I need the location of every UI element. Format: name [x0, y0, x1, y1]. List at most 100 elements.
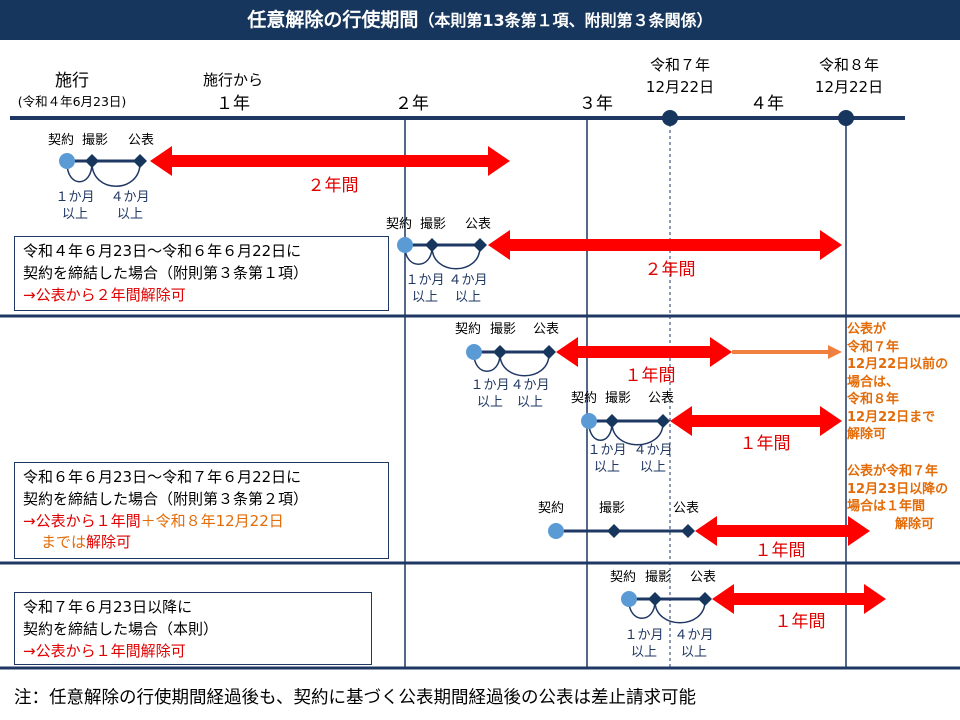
case6-gap1-more: 以上 [630, 645, 658, 660]
case3-extension-head [828, 345, 842, 359]
case5-sequence [548, 516, 870, 546]
milestone2-marker [838, 110, 854, 126]
side-note-2: 公表が令和７年 12月23日以降の 場合は１年間 解除可 [847, 463, 948, 533]
case2-filming-label: 撮影 [420, 217, 447, 232]
case2-gap2-months: ４か月 [448, 273, 488, 288]
case-box-2-line4a: までは [41, 533, 87, 552]
case1-sequence [59, 146, 510, 187]
side-note-2-line: 場合は１年間 [847, 499, 926, 515]
milestone1-marker [662, 110, 678, 126]
case2-gap1-months: １か月 [405, 273, 445, 288]
case3-duration-arrow [556, 337, 732, 367]
case3-publication-label: 公表 [533, 322, 560, 337]
case6-duration-arrow [712, 584, 886, 614]
case3-filming-label: 撮影 [490, 322, 517, 337]
side-note-1-line: 公表が [847, 322, 887, 337]
case1-gap2-more: 以上 [116, 207, 144, 222]
case5-duration-arrow [695, 516, 870, 546]
side-note-1-line: 解除可 [847, 427, 887, 443]
case2-contract-label: 契約 [386, 217, 413, 232]
case1-gap1-more: 以上 [61, 207, 89, 222]
case-box-2: 令和６年６月23日～令和７年６月22日に 契約を締結した場合（附則第３条第２項）… [14, 462, 389, 559]
case-box-3-line2: 契約を締結した場合（本則） [23, 619, 219, 638]
case-box-2-line2: 契約を締結した場合（附則第３条第２項） [23, 489, 309, 508]
side-note-1-line: 令和７年 [847, 339, 900, 355]
case-box-1-line1: 令和４年６月23日～令和６年６月22日に [23, 242, 302, 260]
case3-gap2-more: 以上 [516, 395, 544, 410]
case6-filming-label: 撮影 [645, 570, 672, 585]
case4-gap1-more: 以上 [593, 460, 621, 475]
case6-gap2-months: ４か月 [674, 628, 714, 643]
case5-duration-label: １年間 [754, 541, 806, 561]
case1-filming-label: 撮影 [82, 133, 109, 148]
case5-contract-label: 契約 [538, 501, 565, 516]
case-box-1-line3: →公表から２年間解除可 [23, 285, 186, 304]
case-box-2-line3a: →公表から１年間 [23, 511, 141, 530]
side-note-1-line: 12月22日以前の [847, 357, 949, 373]
case2-duration-label: ２年間 [644, 260, 696, 280]
case5-filming-label: 撮影 [599, 501, 626, 516]
case2-gap2-more: 以上 [454, 290, 482, 305]
title-main: 任意解除の行使期間 [247, 9, 419, 31]
case2-gap1-more: 以上 [411, 290, 439, 305]
side-note-1-line: 令和８年 [847, 392, 900, 408]
case4-gap2-more: 以上 [639, 460, 667, 475]
year1-prefix: 施行から [202, 71, 264, 89]
title-sub: （本則第13条第１項、附則第３条関係） [418, 11, 713, 30]
case6-contract-label: 契約 [610, 570, 637, 585]
milestone1-year: 令和７年 [649, 56, 711, 74]
case1-contract-label: 契約 [48, 133, 75, 148]
case-box-1: 令和４年６月23日～令和６年６月22日に 契約を締結した場合（附則第３条第１項）… [14, 236, 389, 311]
case6-publication-label: 公表 [690, 570, 717, 585]
milestone2-year: 令和８年 [818, 56, 880, 74]
case3-contract-label: 契約 [455, 322, 482, 337]
side-note-2-line: 解除可 [895, 516, 935, 532]
side-note-1: 公表が 令和７年 12月22日以前の 場合は、 令和８年 12月22日まで 解除… [847, 321, 948, 444]
case2-sequence [397, 230, 842, 270]
case1-publication-label: 公表 [128, 133, 155, 148]
year4-label: ４年 [750, 94, 784, 114]
side-note-2-line: 公表が令和７年 [847, 464, 939, 479]
start-label: 施行 [55, 71, 89, 91]
case4-filming-label: 撮影 [605, 391, 632, 406]
case5-publication-label: 公表 [673, 501, 700, 516]
start-date: (令和４年6月23日) [17, 94, 127, 109]
case6-gap1-months: １か月 [624, 628, 664, 643]
case4-publication-label: 公表 [648, 391, 675, 406]
year2-label: ２年 [395, 94, 429, 114]
case1-gap2-months: ４か月 [110, 190, 150, 205]
case-box-2-line3b: ＋令和８年12月22日 [140, 511, 284, 530]
case-box-2-line1: 令和６年６月23日～令和７年６月22日に [23, 468, 302, 486]
case6-sequence [621, 584, 886, 624]
case4-sequence [581, 406, 842, 446]
case6-gap2-more: 以上 [680, 645, 708, 660]
footnote: 注：任意解除の行使期間経過後も、契約に基づく公表期間経過後の公表は差止請求可能 [14, 688, 696, 708]
case4-contract-label: 契約 [571, 391, 598, 406]
case4-gap2-months: ４か月 [633, 443, 673, 458]
case4-gap1-months: １か月 [587, 443, 627, 458]
case1-duration-arrow [150, 146, 510, 176]
case4-duration-label: １年間 [739, 434, 791, 454]
case-box-3-line1: 令和７年６月23日以降に [23, 598, 193, 616]
year3-label: ３年 [579, 94, 613, 114]
case2-duration-arrow [488, 230, 842, 260]
case3-sequence [466, 337, 842, 377]
case-box-3-line3: →公表から１年間解除可 [23, 641, 186, 660]
case-box-3: 令和７年６月23日以降に 契約を締結した場合（本則） →公表から１年間解除可 [14, 592, 372, 665]
case3-gap2-months: ４か月 [510, 378, 550, 393]
case1-gap1-months: １か月 [55, 190, 95, 205]
case-box-1-line2: 契約を締結した場合（附則第３条第１項） [23, 263, 309, 282]
side-note-2-line: 12月23日以降の [847, 481, 949, 497]
side-note-1-line: 場合は、 [847, 374, 900, 390]
page-title: 任意解除の行使期間（本則第13条第１項、附則第３条関係） [0, 0, 960, 40]
year1-label: １年 [216, 94, 250, 114]
milestone1-date: 12月22日 [645, 78, 715, 96]
side-note-1-line: 12月22日まで [847, 409, 936, 425]
case3-duration-label: １年間 [624, 366, 676, 386]
case3-gap1-months: １か月 [470, 378, 510, 393]
case4-duration-arrow [670, 406, 842, 436]
milestone2-date: 12月22日 [814, 78, 884, 96]
case6-duration-label: １年間 [774, 612, 826, 632]
